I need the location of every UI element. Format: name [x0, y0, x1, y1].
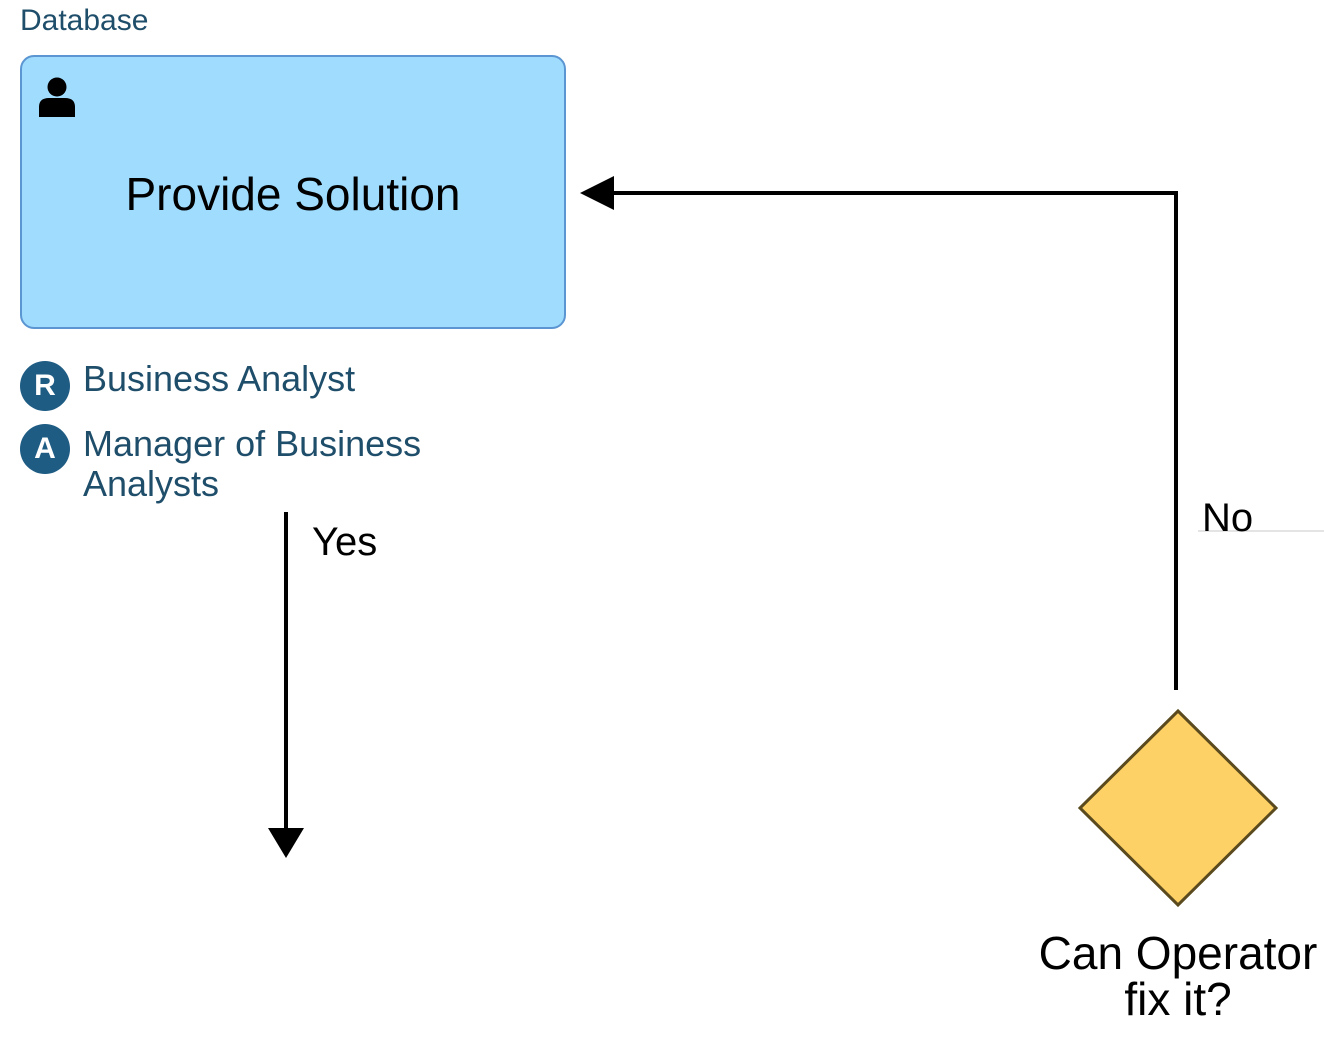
role-accountable: A Manager of Business Analysts [20, 424, 513, 504]
role-badge-r: R [20, 361, 70, 411]
task-title: Provide Solution [125, 168, 461, 220]
lane-label: Database [20, 4, 149, 37]
role-name-accountable: Manager of Business Analysts [83, 423, 422, 504]
no-flow-label: No [1202, 496, 1254, 540]
user-icon [39, 77, 75, 117]
task-provide-solution[interactable]: Provide Solution [20, 55, 566, 329]
gateway-diamond[interactable] [1077, 708, 1279, 908]
role-badge-a: A [20, 424, 70, 474]
yes-flow-arrowhead [268, 828, 304, 858]
yes-flow-label: Yes [312, 520, 378, 564]
role-name-responsible: Business Analyst [83, 358, 356, 399]
gateway-label: Can Operator fix it? [1038, 927, 1318, 1025]
no-flow-arrowhead [580, 176, 614, 210]
no-flow-connector [608, 191, 1178, 690]
role-responsible: R Business Analyst [20, 358, 513, 411]
